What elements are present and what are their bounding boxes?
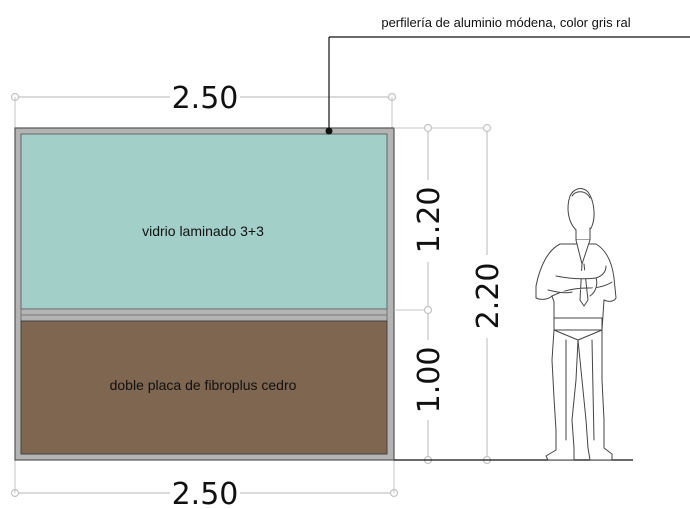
top-width-label: 2.50	[172, 81, 239, 116]
wood-panel-label: doble placa de fibroplus cedro	[110, 377, 297, 393]
top-width-dimension: 2.50	[10, 81, 397, 128]
glass-panel-label: vidrio laminado 3+3	[142, 223, 264, 239]
bottom-width-dimension: 2.50	[10, 460, 399, 509]
partial-height-dimensions: 1.20 1.00	[394, 123, 490, 465]
glass-panel	[20, 133, 388, 310]
frame-material-label: perfilería de aluminio módena, color gri…	[381, 15, 630, 30]
bottom-width-label: 2.50	[172, 477, 239, 509]
total-height-label: 2.20	[471, 263, 506, 330]
human-figure-scale	[535, 188, 617, 461]
lower-height-label: 1.00	[412, 347, 447, 414]
total-height-dimension: 2.20	[471, 123, 506, 465]
callout-dot	[325, 127, 333, 135]
upper-height-label: 1.20	[412, 187, 447, 254]
wood-panel	[20, 320, 388, 455]
frame-callout: perfilería de aluminio módena, color gri…	[325, 15, 690, 135]
